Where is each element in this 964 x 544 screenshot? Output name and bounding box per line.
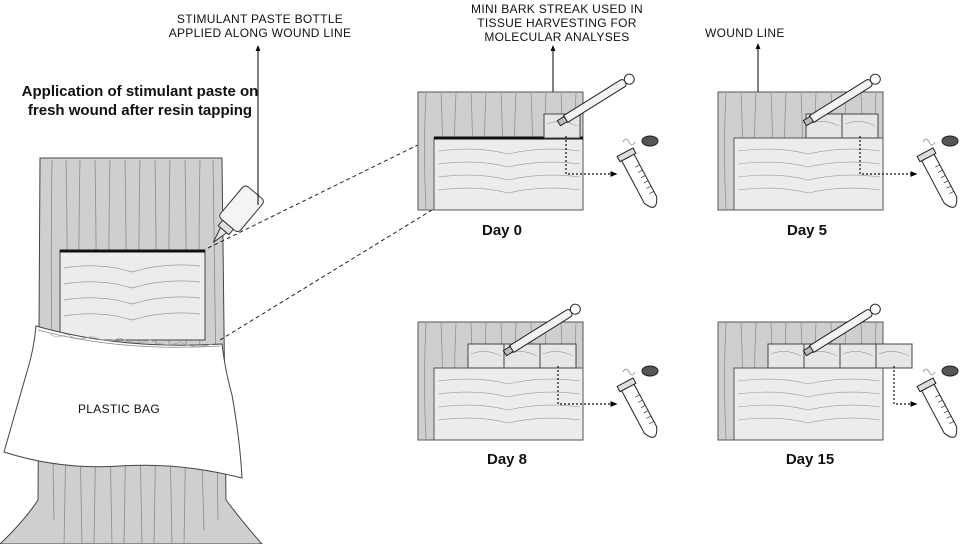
- tube-cap-icon: [941, 365, 959, 377]
- tube-cap-icon: [641, 135, 659, 147]
- day-panel-2: [417, 303, 659, 441]
- harvest-tool-icon: [802, 73, 881, 127]
- streak-callout-label: MINI BARK STREAK USED IN TISSUE HARVESTI…: [471, 2, 643, 44]
- transfer-arrow: [893, 366, 918, 407]
- panel-tapped-area: [433, 137, 584, 211]
- tube-cap-icon: [941, 135, 959, 147]
- stimulant-paste-bottle: [212, 185, 264, 243]
- bark-streak: [539, 343, 577, 369]
- bottle-callout-label: STIMULANT PASTE BOTTLE APPLIED ALONG WOU…: [168, 12, 352, 40]
- day-label-2: Day 8: [486, 451, 528, 468]
- tapping-panel: [59, 249, 206, 341]
- bark-streak: [841, 113, 879, 139]
- harvest-tool-icon: [502, 303, 581, 357]
- day-label-3: Day 15: [785, 451, 835, 468]
- tube-cap-icon: [641, 365, 659, 377]
- day-panel-3: [717, 303, 959, 441]
- day-label-0: Day 0: [481, 222, 523, 239]
- transfer-arrow: [859, 136, 918, 177]
- bark-streak: [839, 343, 877, 369]
- transfer-arrow: [565, 136, 618, 177]
- bark-streak: [767, 343, 805, 369]
- plastic-bag-label: PLASTIC BAG: [78, 402, 160, 416]
- bark-streak: [467, 343, 505, 369]
- harvest-tool-icon: [802, 303, 881, 357]
- collection-tube-icon: [916, 377, 958, 438]
- bark-streak: [875, 343, 913, 369]
- day-panel-0: [417, 73, 659, 211]
- collection-tube-icon: [916, 147, 958, 208]
- day-panel-1: [717, 73, 959, 211]
- plastic-bag: [3, 325, 243, 479]
- collection-tube-icon: [616, 147, 658, 208]
- collection-tube-icon: [616, 377, 658, 438]
- day-label-1: Day 5: [786, 222, 828, 239]
- panel-tapped-area: [733, 367, 884, 441]
- panel-tapped-area: [733, 137, 884, 211]
- harvest-tool-icon: [556, 73, 635, 127]
- transfer-arrow: [557, 366, 618, 407]
- diagram-title: Application of stimulant paste on fresh …: [21, 83, 259, 119]
- wound-callout-label: WOUND LINE: [705, 26, 785, 40]
- projection-line-bottom: [219, 209, 433, 341]
